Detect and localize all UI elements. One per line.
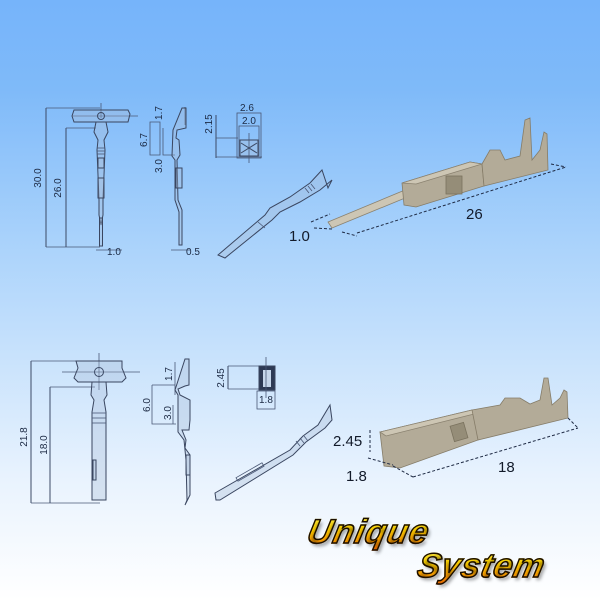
bottom-photo-length-label: 18: [498, 459, 515, 476]
top-side-height-b-label: 6.7: [139, 133, 150, 147]
bottom-side-height-a-label: 1.7: [164, 367, 175, 381]
top-body-length-label: 26.0: [53, 178, 64, 198]
top-photo-length-label: 26: [466, 206, 483, 223]
bottom-photo-width-label: 1.8: [346, 468, 367, 485]
logo-unique: Unique: [303, 512, 434, 552]
top-overall-length-label: 30.0: [33, 168, 44, 188]
top-front-view: 1.0 30.0 26.0: [33, 103, 138, 258]
bottom-photo-height-label: 2.45: [333, 433, 362, 450]
top-end-view: 2.6 2.0 2.15: [204, 103, 262, 163]
bottom-end-view: 1.8 2.45: [216, 357, 276, 410]
top-terminal-photo: 26 1.0: [289, 117, 567, 245]
top-pin-thickness-label: 0.5: [186, 247, 200, 258]
top-side-view: 0.5 1.7 6.7 3.0: [139, 106, 200, 258]
top-photo-pin-width-label: 1.0: [289, 228, 310, 245]
bottom-terminal-photo: 18 2.45 1.8: [333, 377, 579, 485]
bottom-end-width-label: 1.8: [259, 395, 273, 406]
top-end-outer-width-label: 2.6: [240, 103, 254, 114]
top-side-height-c-label: 3.0: [154, 159, 165, 173]
bottom-overall-length-label: 21.8: [19, 427, 30, 447]
bottom-end-height-label: 2.45: [216, 368, 227, 388]
logo-system: System: [413, 546, 550, 586]
bottom-body-length-label: 18.0: [39, 435, 50, 455]
bottom-front-view: 21.8 18.0: [19, 353, 140, 504]
top-iso-outline: [217, 169, 333, 259]
bottom-iso-outline: [214, 403, 333, 501]
top-side-height-a-label: 1.7: [154, 106, 165, 120]
bottom-side-height-b-label: 6.0: [142, 398, 153, 412]
bottom-side-height-c-label: 3.0: [163, 406, 174, 420]
top-end-height-label: 2.15: [204, 114, 215, 134]
top-pin-width-label: 1.0: [107, 247, 121, 258]
top-end-inner-width-label: 2.0: [242, 116, 256, 127]
bottom-side-view: 1.7 6.0 3.0: [142, 358, 191, 506]
